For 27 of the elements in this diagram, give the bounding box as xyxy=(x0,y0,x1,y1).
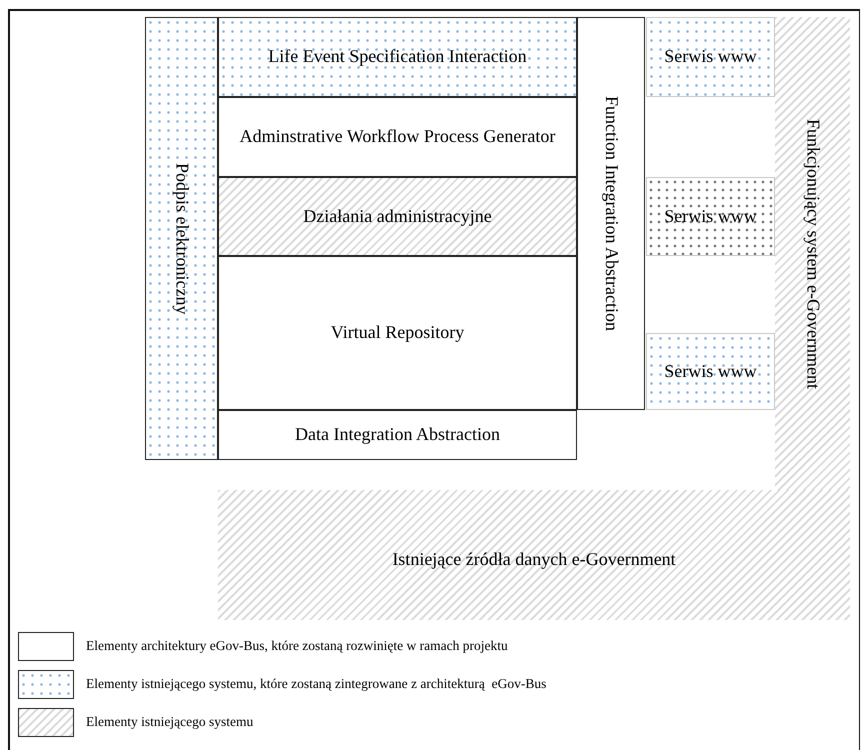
box-label: Serwis www xyxy=(663,46,758,68)
vertical-label: Funkcjonujący system e-Government xyxy=(802,118,824,391)
layer-box xyxy=(218,177,577,256)
service-box xyxy=(646,333,775,410)
legend-text: Elementy istniejącego systemu, które zostaną zintegrowane z architekturą eGov-Bus xyxy=(86,675,546,694)
layer-box xyxy=(218,17,577,97)
box-label: Istniejące źródła danych e-Government xyxy=(391,549,677,571)
vertical-label: Function Integration Abstraction xyxy=(600,95,622,333)
layer-box xyxy=(218,256,577,410)
vertical-label: Podpis elektroniczny xyxy=(171,162,192,316)
service-box xyxy=(646,17,775,97)
box-label: Virtual Repository xyxy=(330,322,466,344)
box-label: Life Event Specification Interaction xyxy=(267,46,528,68)
service-box xyxy=(646,177,775,256)
layer-box xyxy=(218,97,577,177)
legend-text: Elementy architektury eGov-Bus, które zostaną rozwinięte w ramach projektu xyxy=(86,637,508,656)
box-label: Serwis www xyxy=(663,206,758,228)
box-label: Data Integration Abstraction xyxy=(294,424,501,446)
box-label: Adminstrative Workflow Process Generator xyxy=(238,126,556,148)
legend-text: Elementy istniejącego systemu xyxy=(86,713,254,732)
box-label: Działania administracyjne xyxy=(302,206,493,228)
integration-column xyxy=(577,17,645,410)
system-band xyxy=(775,17,850,490)
signature-column xyxy=(145,17,218,460)
box-label: Serwis www xyxy=(663,360,758,382)
data-sources-band xyxy=(218,490,850,620)
layer-box xyxy=(218,410,577,460)
